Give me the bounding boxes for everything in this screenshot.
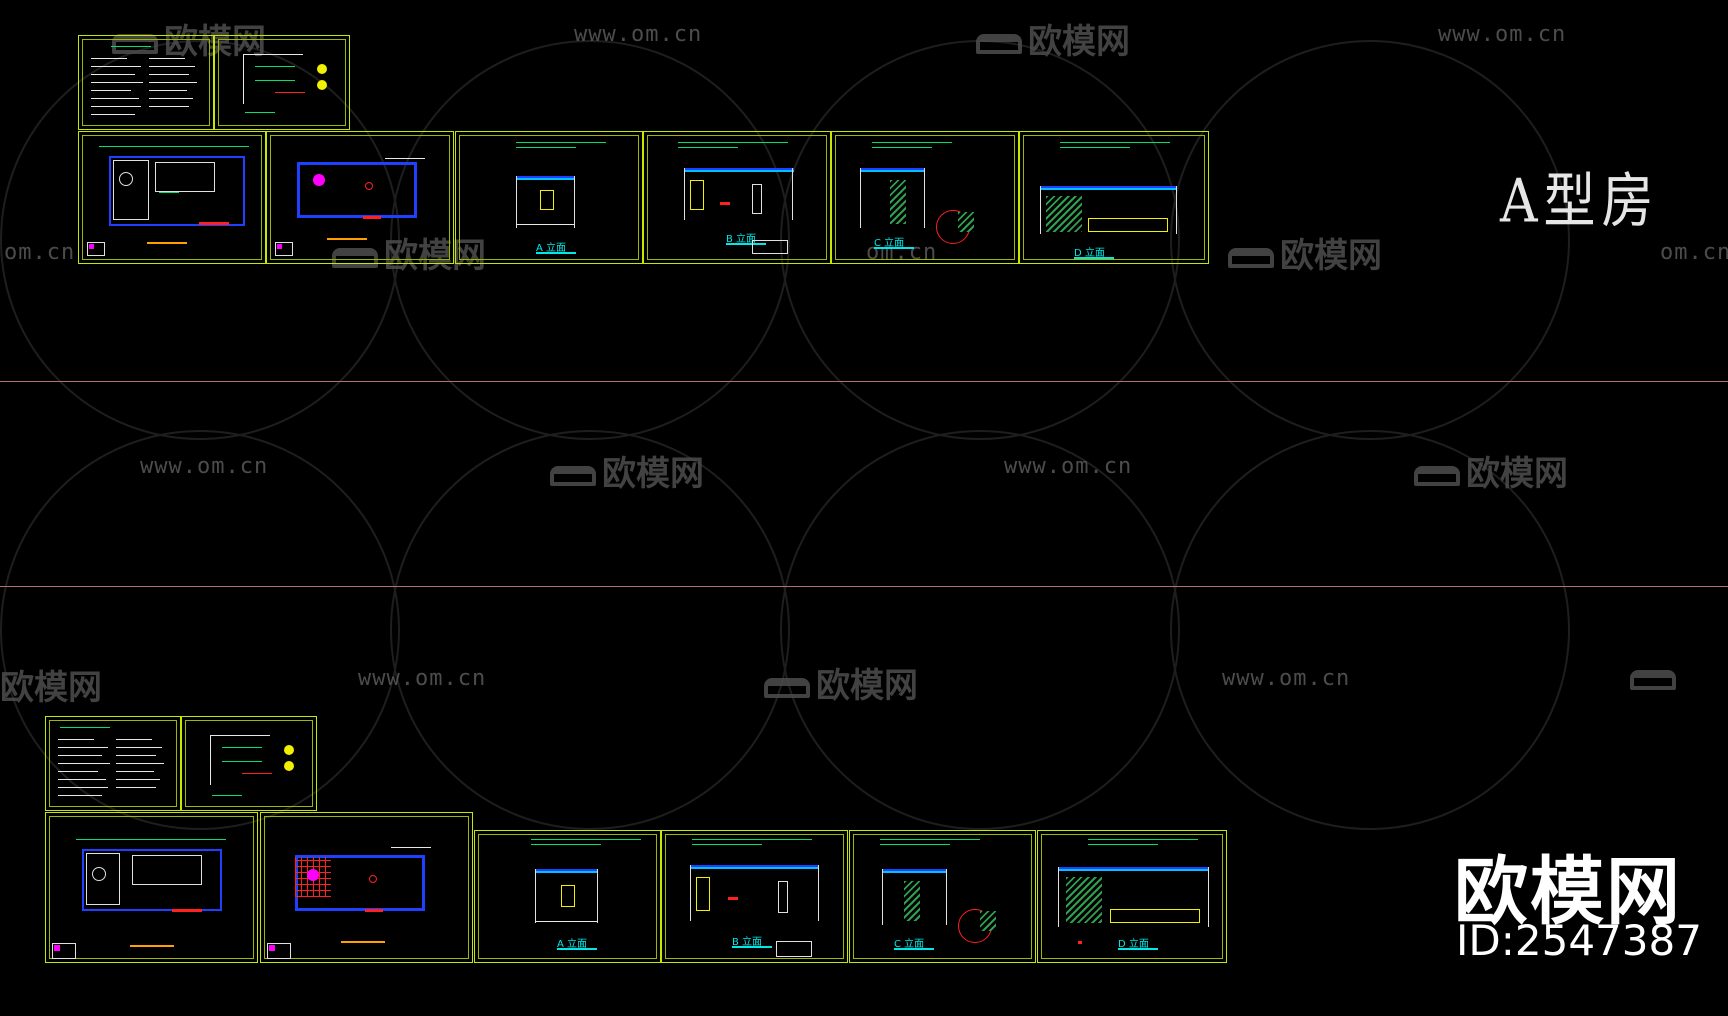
watermark-logo: 欧模网 <box>1228 228 1382 277</box>
watermark-url: www.om.cn <box>358 666 487 691</box>
watermark-logo: 欧模网 <box>764 658 918 707</box>
sheet-elevation-b[interactable]: B 立面 <box>661 830 848 963</box>
brand-logo: 欧模网 <box>1454 849 1682 935</box>
sheet-elevation-c[interactable]: C 立面 <box>849 830 1036 963</box>
elevation-label: D 立面 <box>1118 939 1149 950</box>
watermark-logo: 欧模网 <box>1414 446 1568 495</box>
elevation-label: A 立面 <box>557 939 588 950</box>
elevation-label: D 立面 <box>1074 248 1105 259</box>
elevation-label: B 立面 <box>732 937 763 948</box>
sheet-elevation-d[interactable]: D 立面 <box>1037 830 1227 963</box>
room-type-title: A型房 <box>1500 167 1660 237</box>
watermark-logo <box>1630 658 1682 698</box>
watermark-logo: 欧模网 <box>550 446 704 495</box>
watermark-ring <box>1170 430 1570 830</box>
elevation-label: C 立面 <box>894 939 925 950</box>
sheet-ceiling-plan[interactable] <box>260 812 473 963</box>
watermark-logo: 欧模网 <box>976 14 1130 63</box>
sheet-elevation-c[interactable]: C 立面 <box>831 131 1019 264</box>
sheet-electrical-diagram[interactable] <box>214 35 350 130</box>
sheet-elevation-a[interactable]: A 立面 <box>474 830 661 963</box>
watermark-ring <box>780 430 1180 830</box>
watermark-url: www.om.cn <box>1222 666 1351 691</box>
sheet-elevation-a[interactable]: A 立面 <box>455 131 643 264</box>
watermark-logo: 欧模网 <box>0 668 102 708</box>
watermark-url: om.cn <box>4 240 76 265</box>
watermark-url: www.om.cn <box>1004 454 1133 479</box>
separator-line <box>0 586 1728 587</box>
watermark-url: www.om.cn <box>140 454 269 479</box>
sheet-design-notes[interactable] <box>45 716 181 811</box>
elevation-label: A 立面 <box>536 243 567 254</box>
elevation-label: B 立面 <box>726 234 757 245</box>
watermark-logo: 欧模网 <box>112 14 266 63</box>
sheet-floor-plan[interactable] <box>78 131 266 264</box>
watermark-url: om.cn <box>866 240 938 265</box>
sheet-elevation-b[interactable]: B 立面 <box>643 131 831 264</box>
sheet-design-notes[interactable] <box>78 35 214 130</box>
watermark-url: www.om.cn <box>1438 22 1567 47</box>
watermark-url: om.cn <box>1660 240 1728 265</box>
elevation-label: C 立面 <box>874 238 905 249</box>
sheet-elevation-d[interactable]: D 立面 <box>1019 131 1209 264</box>
watermark-logo: 欧模网 <box>332 228 486 277</box>
watermark-url: www.om.cn <box>574 22 703 47</box>
separator-line <box>0 381 1728 382</box>
sheet-electrical-diagram[interactable] <box>181 716 317 811</box>
sheet-ceiling-plan[interactable] <box>266 131 454 264</box>
brand-id: ID:2547387 <box>1456 916 1702 965</box>
sheet-floor-plan[interactable] <box>45 812 258 963</box>
